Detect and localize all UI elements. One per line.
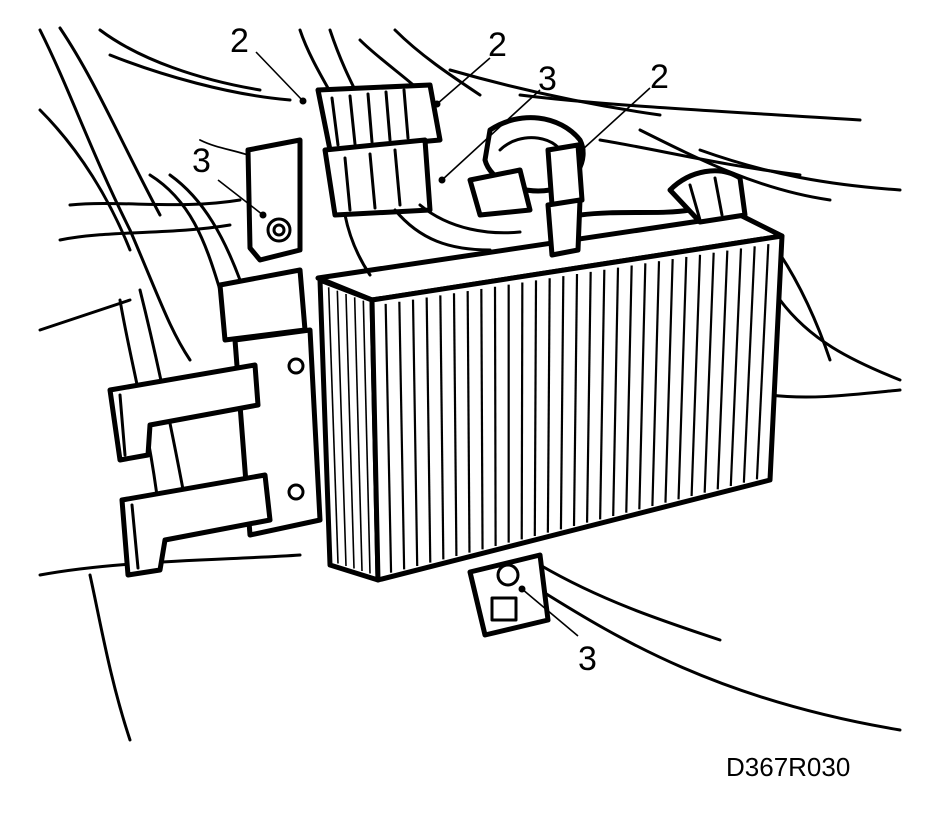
cooling-fin xyxy=(625,265,633,513)
cooling-fin xyxy=(599,269,606,520)
cooling-fin xyxy=(533,280,538,537)
callout-leaders xyxy=(217,51,651,637)
cooling-fin xyxy=(651,261,661,507)
cooling-fin xyxy=(520,282,524,540)
side-fin xyxy=(327,287,339,564)
cooling-fin xyxy=(452,293,458,557)
cooling-fin xyxy=(425,297,432,563)
side-fin xyxy=(353,297,363,572)
cooling-fin xyxy=(612,267,620,517)
cooling-fin xyxy=(716,250,729,490)
cooling-fin xyxy=(493,286,497,547)
cooling-fin xyxy=(742,246,756,483)
cooling-fin xyxy=(690,254,702,497)
side-fin xyxy=(362,300,371,574)
side-fin xyxy=(345,293,355,569)
amplifier-unit xyxy=(266,212,785,638)
callout-label-2: 2 xyxy=(650,58,669,96)
cooling-fin xyxy=(439,295,445,560)
cooling-fin xyxy=(755,244,770,480)
cooling-fin xyxy=(729,248,743,487)
figure-reference-id: D367R030 xyxy=(726,752,850,782)
cooling-fin xyxy=(546,278,551,533)
cooling-fin xyxy=(677,256,688,500)
cooling-fin xyxy=(411,299,419,567)
cooling-fin xyxy=(572,273,579,527)
cooling-fin xyxy=(664,259,674,503)
cooling-fin xyxy=(559,276,565,530)
side-fin xyxy=(336,290,347,567)
callout-label-2: 2 xyxy=(488,26,507,64)
callout-label-3: 3 xyxy=(578,640,597,678)
cooling-fin xyxy=(384,303,393,573)
connectors-and-cables xyxy=(315,82,748,277)
cooling-fin xyxy=(480,288,484,550)
cooling-fin xyxy=(398,301,406,570)
cooling-fins xyxy=(327,244,770,574)
callout-label-3: 3 xyxy=(192,142,211,180)
cooling-fin xyxy=(703,252,715,493)
callout-label-3: 3 xyxy=(538,60,557,98)
cooling-fin xyxy=(585,271,592,523)
cooling-fin xyxy=(466,291,471,553)
callout-label-2: 2 xyxy=(230,22,249,60)
cooling-fin xyxy=(638,263,647,510)
